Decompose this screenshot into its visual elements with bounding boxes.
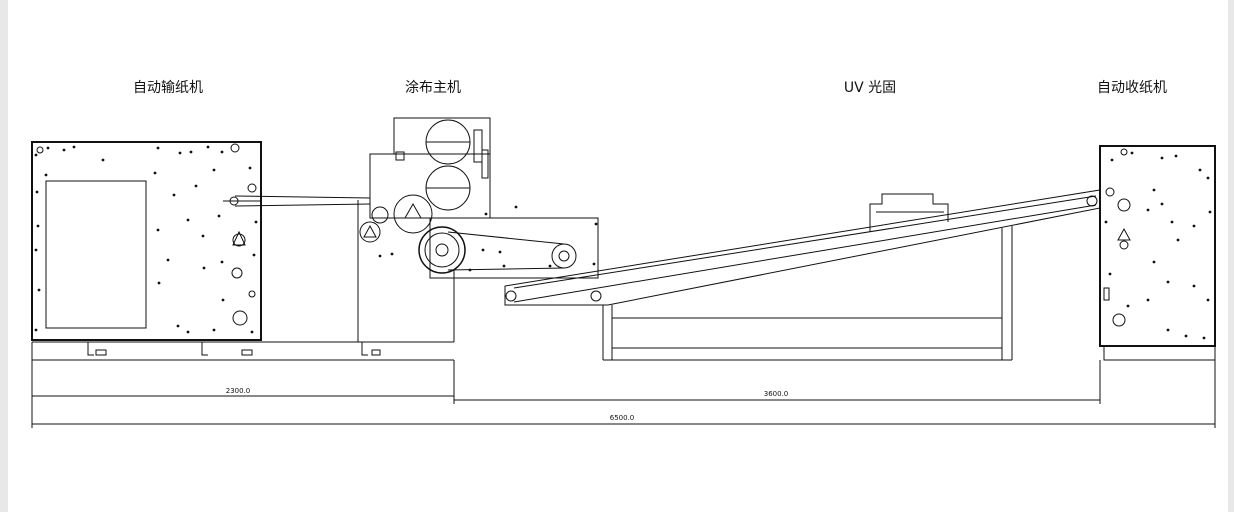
uv-lamp-housing	[869, 193, 949, 232]
impression-cylinder	[393, 194, 433, 234]
drive-pulley	[551, 243, 577, 269]
drive-wheel	[418, 226, 466, 274]
feeder-knob	[36, 146, 44, 154]
coater-lower-frame	[429, 217, 599, 279]
belt-roller-left	[505, 290, 517, 302]
belt-roller-mid	[590, 290, 602, 302]
machine-layout-drawing: 自动输纸机 涂布主机 UV 光固 自动收纸机 2300.0 3600.0 650…	[31, 80, 1216, 428]
uv-curing-unit	[504, 189, 1101, 361]
belt-roller-right	[1086, 195, 1098, 207]
dimension-3600: 3600.0	[764, 390, 789, 398]
stacker-body	[1099, 145, 1216, 347]
coater-middle-frame	[369, 153, 491, 219]
feeder-body	[31, 141, 262, 341]
feeder-foot-left	[95, 349, 107, 356]
label-coating-main-machine: 涂布主机	[405, 80, 461, 96]
feeder-detail-dots	[34, 145, 258, 334]
feeder-window	[45, 180, 147, 329]
coater-detail-dots	[378, 205, 598, 272]
feeder-gear	[232, 233, 246, 247]
uv-conveyor-belt	[504, 189, 1101, 306]
label-uv-curing: UV 光固	[844, 80, 896, 96]
coating-main-machine	[357, 117, 599, 356]
feeder-foot-right	[241, 349, 253, 356]
label-auto-paper-feeder: 自动输纸机	[133, 80, 203, 96]
drawing-canvas: 自动输纸机 涂布主机 UV 光固 自动收纸机 2300.0 3600.0 650…	[8, 0, 1228, 512]
auto-paper-stacker	[1099, 145, 1216, 361]
label-auto-paper-stacker: 自动收纸机	[1097, 80, 1167, 96]
dimension-2300: 2300.0	[226, 387, 251, 395]
stacker-detail-dots	[1104, 151, 1212, 340]
coater-top-frame	[393, 117, 491, 155]
auto-paper-feeder	[31, 141, 371, 356]
dimension-6500: 6500.0	[610, 414, 635, 422]
dimension-lines	[31, 341, 1216, 428]
